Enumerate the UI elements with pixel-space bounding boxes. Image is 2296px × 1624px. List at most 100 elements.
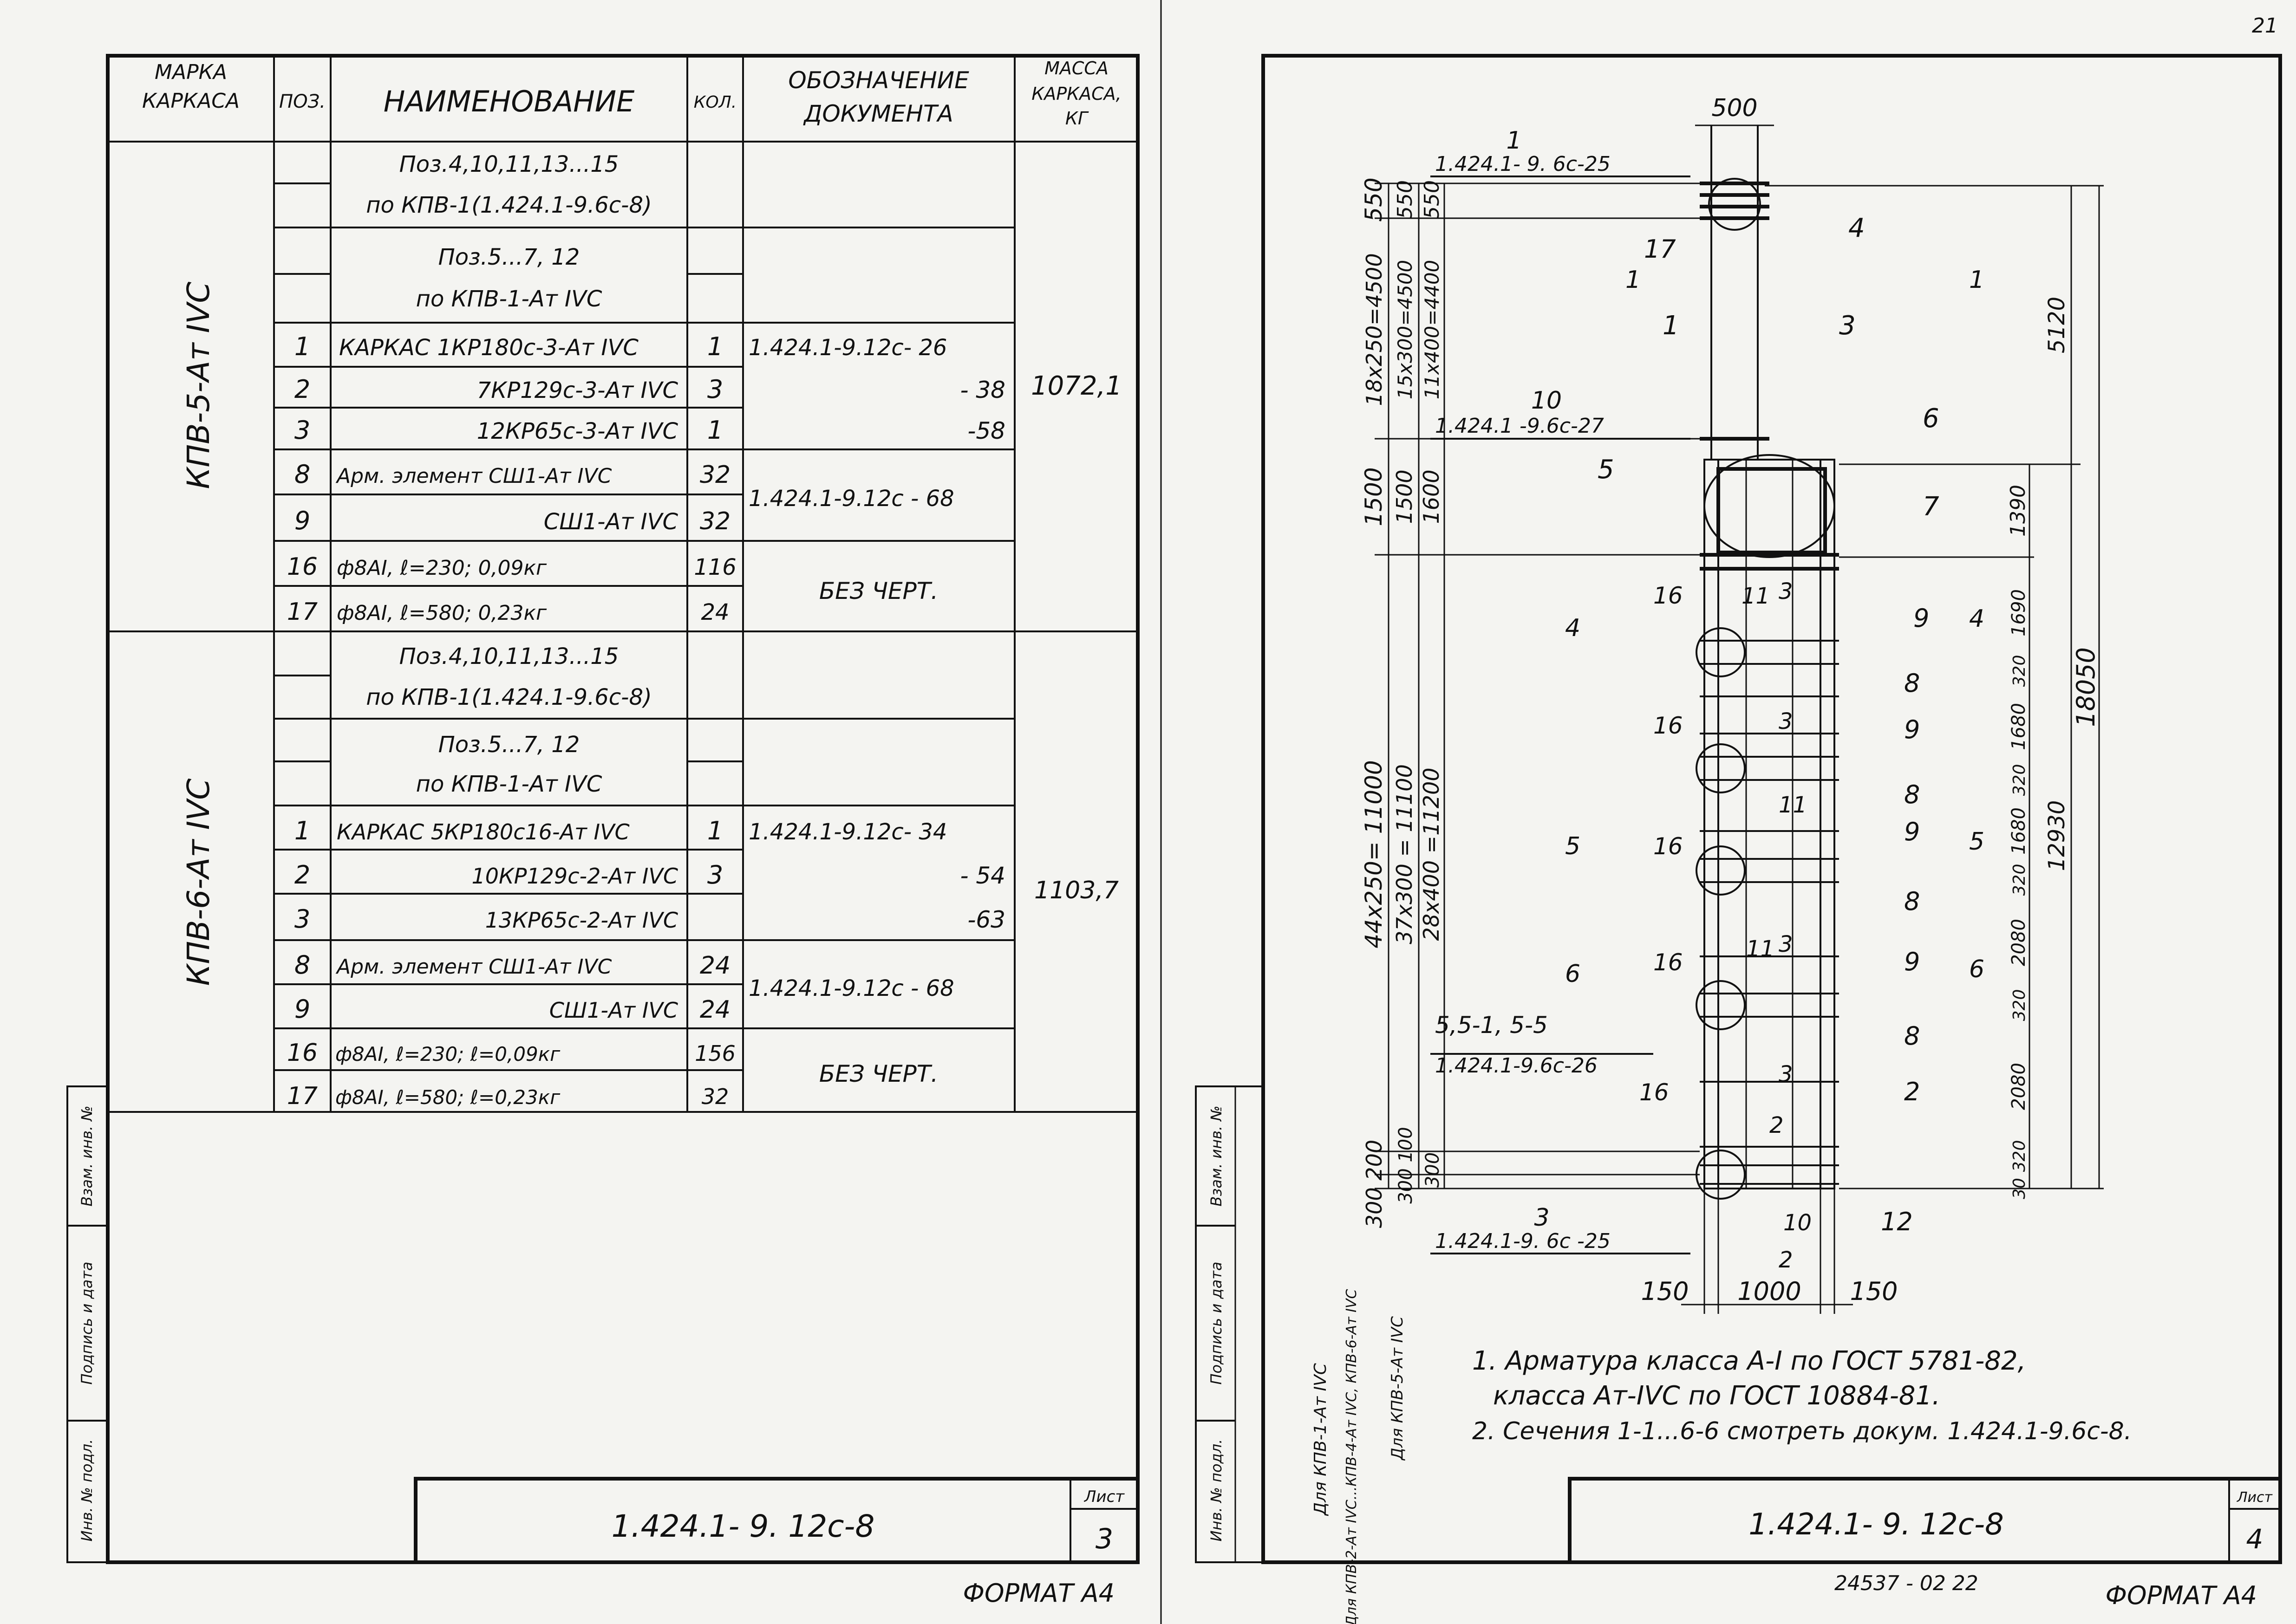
mark-3a: 3 bbox=[1779, 578, 1793, 604]
dim-r-5: 1680 bbox=[2008, 807, 2029, 855]
dim-l3-3: 28х400 =11200 bbox=[1419, 767, 1444, 941]
g2-r4-kol: 24 bbox=[700, 952, 731, 980]
g1-r3-doc: -58 bbox=[967, 417, 1005, 444]
g2-r7-kol: 32 bbox=[702, 1084, 729, 1109]
g1-r2-name: 7КР129с-3-Ат IVС bbox=[477, 377, 678, 403]
mark-6: 6 bbox=[1923, 403, 1939, 434]
mark-7: 7 bbox=[1923, 492, 1939, 522]
g2-r7-poz: 17 bbox=[287, 1082, 318, 1110]
mark-8d: 8 bbox=[1904, 1021, 1920, 1051]
callout-10: 10 bbox=[1531, 387, 1562, 415]
dim-rm-1: 12930 bbox=[2044, 800, 2070, 871]
dim-top-width: 500 bbox=[1711, 94, 1757, 122]
mark-2b: 2 bbox=[1769, 1112, 1784, 1138]
section-5a: 5 bbox=[1565, 832, 1580, 860]
g1-r4-name: Арм. элемент СШ1-Ат IVС bbox=[335, 464, 612, 488]
dim-total: 18050 bbox=[2071, 647, 2100, 727]
dim-r-0: 1390 bbox=[2006, 485, 2030, 537]
g1-r7-name: ф8АI, ℓ=580; 0,23кг bbox=[337, 601, 547, 625]
mark-9a: 9 bbox=[1913, 604, 1929, 633]
g1-marka: КПВ-5-Ат IVС bbox=[181, 282, 216, 489]
section-5b: 5 bbox=[1969, 828, 1984, 856]
mark-3c: 3 bbox=[1779, 708, 1793, 734]
dim-l3-0: 550 bbox=[1420, 180, 1444, 219]
g2-marka: КПВ-6-Ат IVС bbox=[181, 779, 216, 986]
side-note-kpv1: Для КПВ-1-Ат IVС bbox=[1311, 1363, 1330, 1516]
callout-3-doc: 1.424.1-9. 6с -25 bbox=[1435, 1229, 1611, 1253]
dim-r-9: 2080 bbox=[2008, 1063, 2029, 1110]
right-title-block bbox=[1568, 1477, 2282, 1564]
note-2: 2. Сечения 1-1...6-6 смотреть докум. 1.4… bbox=[1472, 1417, 2132, 1445]
hdr-doc-1: ОБОЗНАЧЕНИЕ bbox=[788, 67, 969, 94]
g2-mass: 1103,7 bbox=[1034, 877, 1119, 904]
dim-l1-1: 18х250=4500 bbox=[1362, 253, 1387, 406]
g2-r3-name: 13КР65с-2-Ат IVС bbox=[485, 908, 678, 933]
dim-l3-2: 1600 bbox=[1419, 469, 1444, 524]
right-side-sign: Подпись и дата bbox=[1207, 1261, 1225, 1384]
mark-16b: 16 bbox=[1653, 712, 1683, 739]
right-sheet: Инв. № подл. Подпись и дата Взам. инв. №… bbox=[1195, 54, 2282, 1624]
g1-r6-poz: 16 bbox=[287, 553, 318, 581]
g2-r2-poz: 2 bbox=[294, 860, 310, 890]
callout-3: 3 bbox=[1534, 1204, 1549, 1232]
hdr-kol: КОЛ. bbox=[694, 93, 737, 112]
g1-r5-name: СШ1-Ат IVС bbox=[544, 509, 678, 535]
left-stamp-code: 1.424.1- 9. 12с-8 bbox=[612, 1508, 875, 1544]
left-side-sign: Подпись и дата bbox=[78, 1261, 96, 1384]
dim-r-8: 320 bbox=[2010, 989, 2029, 1021]
mark-2c: 2 bbox=[1779, 1247, 1793, 1273]
g1-r6-name: ф8АI, ℓ=230; 0,09кг bbox=[337, 556, 547, 580]
dim-l2-3: 37х300 = 11100 bbox=[1392, 764, 1417, 944]
section-1a: 1 bbox=[1625, 266, 1641, 294]
mark-8a: 8 bbox=[1904, 669, 1920, 698]
left-sheet: МАРКА КАРКАСА ПОЗ. НАИМЕНОВАНИЕ КОЛ. ОБО… bbox=[66, 54, 1140, 1608]
g2-r4-doc: 1.424.1-9.12с - 68 bbox=[749, 975, 954, 1001]
g2-r4-name: Арм. элемент СШ1-Ат IVС bbox=[335, 955, 612, 979]
left-side-inv: Инв. № подл. bbox=[78, 1439, 96, 1542]
callout-55-doc: 1.424.1-9.6с-26 bbox=[1435, 1054, 1598, 1078]
g1-r5-poz: 9 bbox=[294, 506, 310, 535]
g1-r3-name: 12КР65с-3-Ат IVС bbox=[477, 418, 678, 444]
callout-1-doc: 1.424.1- 9. 6с-25 bbox=[1435, 152, 1611, 176]
mark-16d: 16 bbox=[1653, 949, 1683, 976]
g1-r7-poz: 17 bbox=[287, 598, 318, 626]
page-number: 21 bbox=[2252, 14, 2278, 38]
g2-r2-kol: 3 bbox=[707, 860, 723, 890]
dim-r-11: 30 bbox=[2010, 1178, 2029, 1199]
mark-17: 17 bbox=[1644, 234, 1676, 264]
left-side-vzam: Взам. инв. № bbox=[78, 1105, 96, 1206]
dim-b-1: 1000 bbox=[1737, 1277, 1801, 1306]
mark-8b: 8 bbox=[1904, 780, 1920, 809]
g1-ref1-line2: по КПВ-1(1.424.1-9.6с-8) bbox=[366, 192, 652, 218]
mark-9b: 9 bbox=[1904, 715, 1920, 744]
g2-r2-doc: - 54 bbox=[960, 862, 1005, 889]
dim-r-3: 1680 bbox=[2008, 703, 2029, 750]
mark-3: 3 bbox=[1839, 311, 1856, 341]
dim-r-7: 2080 bbox=[2008, 919, 2029, 966]
note-1: 1. Арматура класса А-I по ГОСТ 5781-82, bbox=[1472, 1346, 2026, 1376]
hdr-name: НАИМЕНОВАНИЕ bbox=[384, 84, 635, 118]
g2-r6-doc: БЕЗ ЧЕРТ. bbox=[819, 1060, 938, 1087]
dim-r-6: 320 bbox=[2010, 864, 2029, 896]
right-sheet-number: 4 bbox=[2246, 1523, 2263, 1555]
g1-ref2-line1: Поз.5...7, 12 bbox=[438, 244, 580, 270]
dim-l2-1: 15х300=4500 bbox=[1394, 260, 1416, 400]
mark-11b: 11 bbox=[1779, 792, 1807, 818]
right-bottom-code: 24537 - 02 22 bbox=[1834, 1572, 1978, 1595]
mark-3b: 3 bbox=[1779, 931, 1793, 957]
dim-l1-4: 300 200 bbox=[1362, 1140, 1387, 1228]
right-sheet-label: Лист bbox=[2237, 1489, 2273, 1506]
hdr-poz: ПОЗ. bbox=[279, 91, 326, 112]
g1-r4-doc: 1.424.1-9.12с - 68 bbox=[749, 486, 954, 512]
section-4a: 4 bbox=[1565, 614, 1580, 642]
g2-r6-kol: 156 bbox=[695, 1041, 736, 1066]
g2-ref1-line1: Поз.4,10,11,13...15 bbox=[399, 643, 619, 669]
g2-r6-name: ф8АI, ℓ=230; ℓ=0,09кг bbox=[335, 1043, 561, 1065]
dim-l1-0: 550 bbox=[1360, 177, 1387, 221]
g2-r1-name: КАРКАС 5КР180с16-Ат IVС bbox=[337, 819, 630, 844]
right-format: ФОРМАТ А4 bbox=[2105, 1581, 2257, 1610]
g2-r1-poz: 1 bbox=[294, 816, 310, 845]
g1-r1-kol: 1 bbox=[707, 332, 723, 361]
dim-l1-2: 1500 bbox=[1360, 467, 1387, 526]
right-stamp-code: 1.424.1- 9. 12с-8 bbox=[1748, 1507, 2004, 1542]
